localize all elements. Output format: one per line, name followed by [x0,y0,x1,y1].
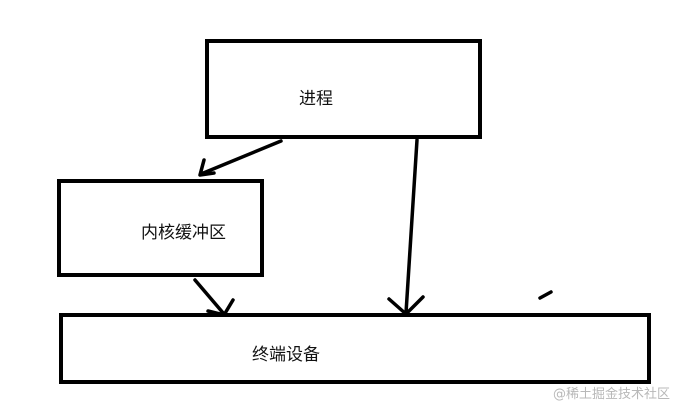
kernel-buffer-node: 内核缓冲区 [57,179,264,277]
terminal-device-box [59,313,651,384]
arrow-shaft [404,138,419,315]
terminal-device-label: 终端设备 [252,345,320,365]
arrow-head [206,298,235,317]
kernel-buffer-box [57,179,264,277]
watermark-text: @稀土掘金技术社区 [553,386,670,402]
process-label: 进程 [299,89,333,109]
stray-stroke [538,290,553,300]
arrow-shaft [193,278,226,316]
arrow-shaft [199,139,283,176]
process-node: 进程 [205,39,482,139]
arrow-kernel-buffer-to-terminal-device [193,278,235,317]
terminal-device-node: 终端设备 [59,313,651,384]
arrow-head [387,295,425,316]
arrow-head [198,158,216,177]
kernel-buffer-label: 内核缓冲区 [141,223,226,243]
arrow-process-to-kernel-buffer [198,139,283,177]
arrow-process-to-terminal-device [387,138,425,316]
process-box [205,39,482,139]
